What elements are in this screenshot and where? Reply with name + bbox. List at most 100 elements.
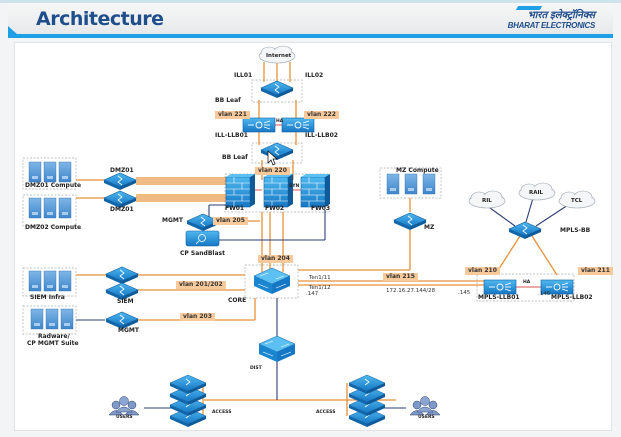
siem-switch-a-icon: [105, 266, 139, 285]
access-left-label: ACCESS: [212, 410, 232, 415]
fw01-firewall-icon: [225, 173, 256, 208]
internet-label: Internet: [266, 53, 292, 59]
mpls-llb-box: [476, 273, 575, 302]
radware-server-icon: [60, 308, 74, 330]
link-mplsbb-llb02: [531, 235, 558, 276]
orange-links: [76, 62, 558, 416]
mpls-llb01-load-balancer-icon: [483, 279, 517, 295]
siem-label: SIEM: [117, 298, 134, 305]
dist-label: DIST: [250, 366, 262, 371]
vlan-221-tag: vlan 221: [215, 111, 250, 119]
vlan-210-tag: vlan 210: [465, 267, 500, 275]
dmz02-server-icon: [28, 197, 42, 219]
siem-infra-box: [22, 267, 77, 297]
fw02-firewall-icon: [263, 173, 294, 208]
mgmt-fw-label: MGMT: [162, 217, 183, 224]
syn-label: SYN: [289, 184, 300, 189]
link-rail-mplsbb: [525, 197, 534, 223]
siem-server-icon: [43, 270, 57, 292]
dmz01-switch-b-label: DMZ01: [110, 206, 134, 213]
ip-147-label: .147: [306, 291, 319, 297]
bel-logo: भारत इलेक्ट्रॉनिक्स BHARAT ELECTRONICS: [507, 7, 596, 30]
radware-label: Radware/: [38, 333, 70, 340]
header-accent-bar: [8, 34, 613, 38]
dmz02-compute-box: [22, 194, 77, 227]
users-right-label: USERS: [418, 415, 435, 420]
core-box: [244, 264, 299, 299]
vlan-222-tag: vlan 222: [304, 111, 339, 119]
rail-label: RAIL: [529, 190, 544, 196]
mz-compute-label: MZ Compute: [396, 167, 439, 174]
dmz01-server-icon: [43, 161, 57, 183]
cp-mgmt-suite-label: CP MGMT Suite: [27, 340, 79, 347]
mz-server-icon: [422, 173, 436, 195]
ill-llb01-label: ILL-LLB01: [215, 132, 248, 139]
ten1-11-label: Ten1/11: [309, 275, 331, 281]
cp-sandblast-icon: [185, 230, 220, 247]
dmz01-server-icon: [28, 161, 42, 183]
fw03-label: FW03: [311, 205, 331, 212]
radware-server-icon: [45, 308, 59, 330]
fw02-label: FW02: [265, 205, 285, 212]
siem-infra-label: SIEM Infra: [30, 294, 65, 301]
vlan-201-202-tag: vlan 201/202: [176, 281, 226, 289]
logo-english-text: BHARAT ELECTRONICS: [507, 21, 596, 30]
dmz02-server-icon: [43, 197, 57, 219]
mz-label: MZ: [424, 224, 435, 231]
ip-146-label: .146: [538, 291, 551, 297]
vlan-211-tag: vlan 211: [578, 267, 613, 275]
dist-switch-icon: [258, 335, 296, 363]
dmz01-compute-box: [22, 157, 77, 190]
ip-145-label: .145: [458, 290, 471, 296]
access-stack-left-icon: [169, 374, 207, 428]
ill01-label: ILL01: [234, 72, 253, 79]
diagram-canvas: [14, 42, 612, 431]
ha-links: [253, 124, 542, 288]
users-left-icon: [108, 396, 140, 416]
dmz01-server-icon: [58, 161, 72, 183]
mpls-llb02-label: MPLS-LLB02: [551, 294, 593, 301]
ill02-label: ILL02: [305, 72, 324, 79]
header-accent-triangle: [8, 26, 18, 35]
vlan-204-tag: vlan 204: [258, 255, 293, 263]
top-border: [0, 0, 621, 3]
tcl-label: TCL: [571, 198, 583, 204]
mz-switch-icon: [393, 212, 427, 231]
link-ril-mplsbb: [485, 204, 516, 227]
mpls-llb01-label: MPLS-LLB01: [478, 294, 520, 301]
users-right-icon: [409, 396, 441, 416]
mgmt-label: MGMT: [118, 327, 139, 334]
radware-server-icon: [30, 308, 44, 330]
vlan-215-tag: vlan 215: [383, 273, 418, 281]
siem-server-icon: [58, 270, 72, 292]
vlan-220-tag: vlan 220: [255, 167, 290, 175]
vlan-203-tag: vlan 203: [180, 313, 215, 321]
dmz01-switch-a-label: DMZ01: [110, 167, 134, 174]
bb-leaf-mid-label: BB Leaf: [222, 154, 248, 161]
ha-ill-label: HA: [276, 119, 284, 124]
ill-llb01-load-balancer-icon: [242, 117, 276, 133]
bb-leaf-top-label: BB Leaf: [215, 97, 241, 104]
mpls-bb-label: MPLS-BB: [560, 227, 591, 234]
users-left-label: USERS: [116, 415, 133, 420]
subnet-label: 172.16.27.144/28: [386, 288, 436, 294]
slide-header: Architecture भारत इलेक्ट्रॉनिक्स BHARAT …: [8, 3, 613, 35]
bb-leaf-mid-switch-icon: [260, 142, 294, 161]
navy-links: [76, 197, 569, 409]
core-switch-icon: [253, 267, 291, 295]
mz-server-icon: [386, 173, 400, 195]
dmz02-compute-label: DMZ02 Compute: [25, 224, 82, 231]
ill-llb02-label: ILL-LLB02: [305, 132, 338, 139]
ha-mpls-label: HA: [523, 280, 531, 285]
page-title: Architecture: [36, 8, 164, 30]
access-right-label: ACCESS: [316, 410, 336, 415]
mouse-cursor-icon: [267, 150, 278, 166]
fw01-label: FW01: [225, 205, 245, 212]
access-stack-right-icon: [348, 374, 386, 428]
ril-label: RIL: [482, 198, 492, 204]
vlan-205-tag: vlan 205: [213, 217, 248, 225]
ten1-12-label: Ten1/12: [309, 285, 331, 291]
ill-llb02-load-balancer-icon: [281, 117, 315, 133]
core-label: CORE: [228, 297, 247, 304]
